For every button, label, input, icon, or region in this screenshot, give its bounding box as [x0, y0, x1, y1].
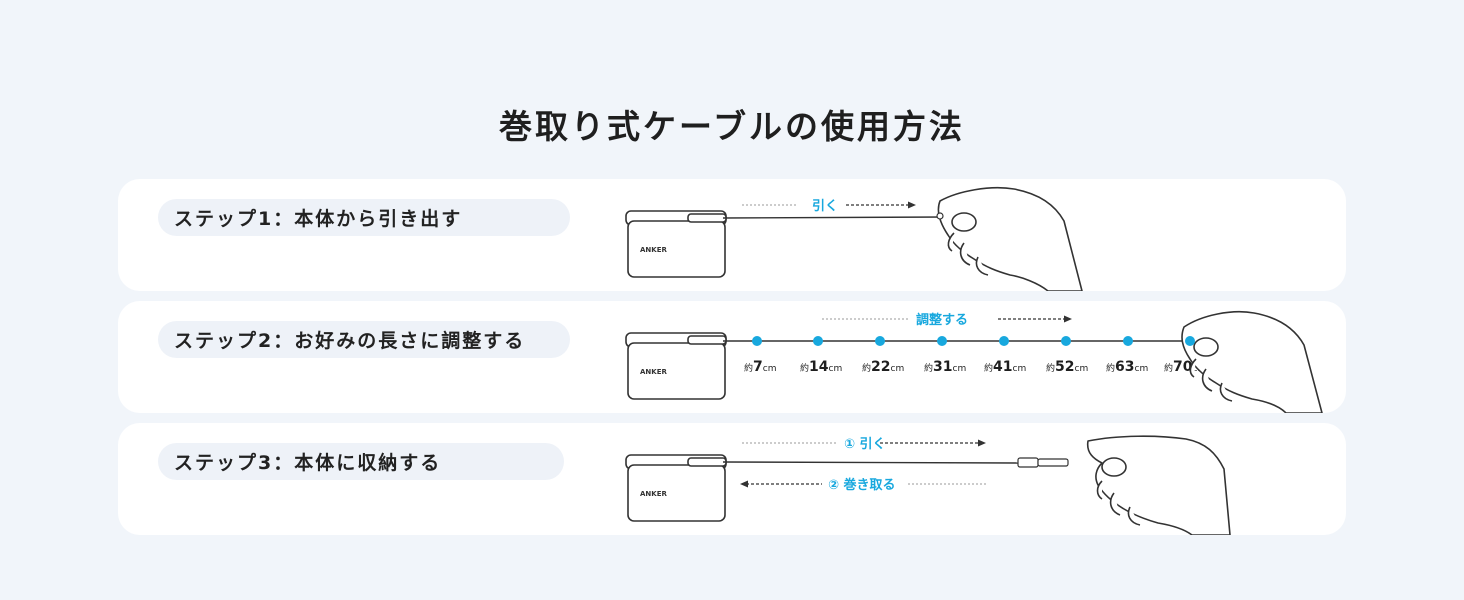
- step-3-pill: ステップ3：本体に収納する: [158, 443, 564, 480]
- length-dot: [752, 336, 762, 346]
- step-1-illustration: ANKER 引く: [618, 179, 1346, 291]
- arrow-head-icon: [1064, 315, 1072, 323]
- cable-connector-icon: [1017, 457, 1069, 468]
- length-label: 約63cm: [1106, 359, 1148, 375]
- step-1-diagram: ANKER 引く: [625, 186, 1083, 291]
- step-2-card: ステップ2：お好みの長さに調整する ANKER 調整する: [118, 301, 1346, 413]
- length-dot: [1185, 336, 1195, 346]
- cable-line: [722, 461, 1019, 464]
- brand-logo: ANKER: [640, 246, 667, 254]
- hand-icon: [1086, 435, 1231, 535]
- length-label: 約52cm: [1046, 359, 1088, 375]
- step-2-illustration: ANKER 調整する 約7cm 約14cm 約22cm 約: [618, 301, 1346, 413]
- brand-logo: ANKER: [640, 368, 667, 376]
- length-dot: [875, 336, 885, 346]
- step-3-card: ステップ3：本体に収納する ANKER ① 引く ② 巻き取る: [118, 423, 1346, 535]
- page-title: 巻取り式ケーブルの使用方法: [498, 107, 966, 146]
- step-3-label: ステップ3：本体に収納する: [174, 452, 442, 474]
- step-2-label: ステップ2：お好みの長さに調整する: [174, 330, 526, 352]
- step-1-label: ステップ1：本体から引き出す: [174, 208, 463, 230]
- length-label: 約7cm: [744, 359, 776, 375]
- length-dot: [813, 336, 823, 346]
- length-label: 約31cm: [924, 359, 966, 375]
- arrow-head-icon: [908, 201, 916, 209]
- arrow-head-icon: [978, 439, 986, 447]
- step-2-action: 調整する: [916, 312, 968, 328]
- length-markers: [752, 336, 1133, 346]
- length-label: 約22cm: [862, 359, 904, 375]
- step-2-pill: ステップ2：お好みの長さに調整する: [158, 321, 570, 358]
- hand-icon: [937, 186, 1083, 291]
- cable-tip: [936, 212, 944, 220]
- step-1-card: ステップ1：本体から引き出す ANKER 引く: [118, 179, 1346, 291]
- length-dot: [1061, 336, 1071, 346]
- length-dot: [937, 336, 947, 346]
- length-dot: [1123, 336, 1133, 346]
- step-3-illustration: ANKER ① 引く ② 巻き取る: [618, 423, 1346, 535]
- step-1-pill: ステップ1：本体から引き出す: [158, 199, 570, 236]
- length-labels: 約7cm 約14cm 約22cm 約31cm 約41cm 約52cm 約63cm…: [744, 359, 1206, 375]
- cable-line: [722, 216, 949, 219]
- step-3-action-pull: ① 引く: [844, 437, 886, 452]
- brand-logo: ANKER: [640, 490, 667, 498]
- length-label: 約41cm: [984, 359, 1026, 375]
- hand-icon: [1181, 310, 1323, 413]
- charger-device: [625, 210, 727, 278]
- arrow-head-icon: [740, 480, 748, 488]
- step-3-action-retract: ② 巻き取る: [828, 477, 896, 493]
- step-3-diagram: ANKER ① 引く ② 巻き取る: [625, 435, 1231, 535]
- charger-device: [625, 332, 727, 400]
- step-1-action: 引く: [812, 199, 838, 214]
- length-label: 約14cm: [800, 359, 842, 375]
- length-dot: [999, 336, 1009, 346]
- charger-device: [625, 454, 727, 522]
- step-2-diagram: ANKER 調整する 約7cm 約14cm 約22cm 約: [625, 310, 1323, 413]
